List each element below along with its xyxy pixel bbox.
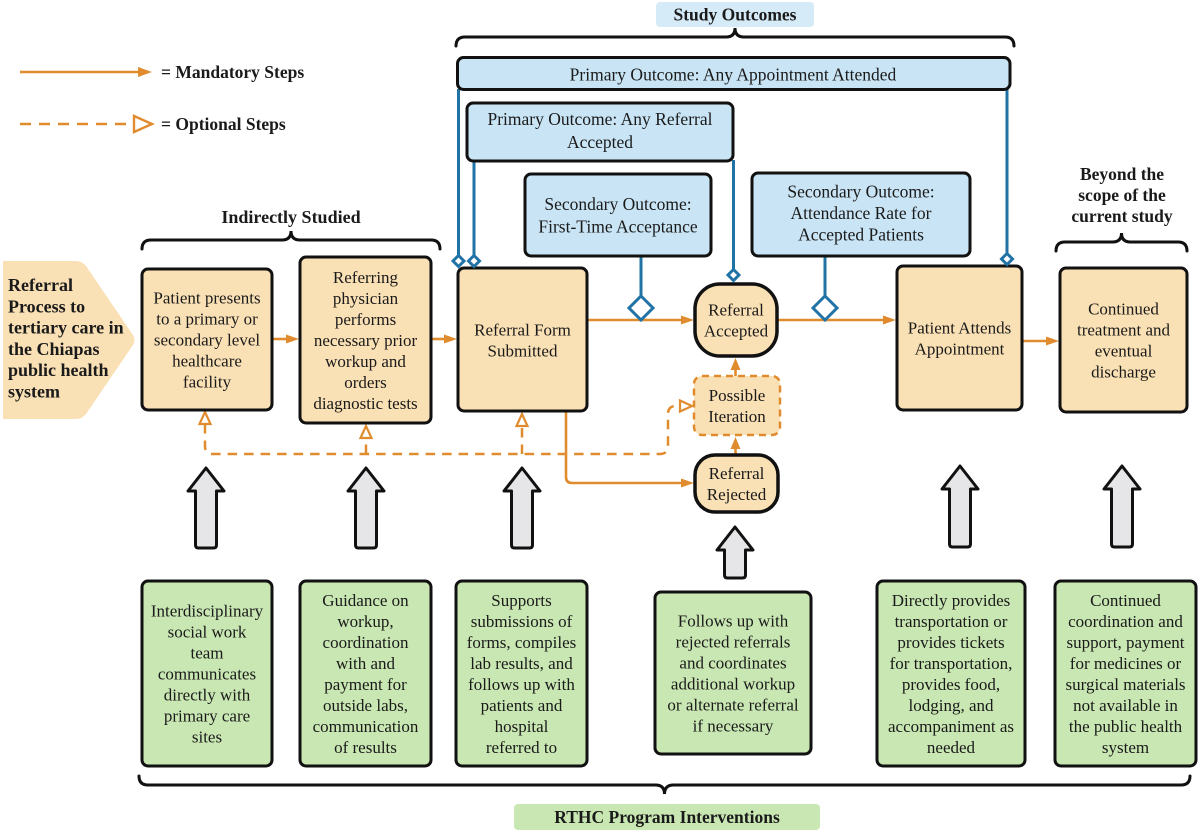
svg-text:Referral: Referral (8, 275, 73, 295)
svg-text:follows up with: follows up with (468, 675, 575, 694)
svg-text:discharge: discharge (1091, 363, 1156, 382)
svg-text:transportation or: transportation or (895, 612, 1008, 631)
svg-text:Process to: Process to (8, 296, 85, 316)
svg-text:patients and: patients and (481, 696, 563, 715)
svg-text:Indirectly Studied: Indirectly Studied (221, 207, 360, 227)
svg-text:lab results, and: lab results, and (470, 654, 573, 673)
svg-text:for medicines or: for medicines or (1070, 654, 1182, 673)
svg-text:Accepted: Accepted (567, 132, 633, 152)
svg-text:public health: public health (8, 360, 109, 380)
svg-text:rejected referrals: rejected referrals (676, 633, 791, 652)
svg-text:needed: needed (927, 738, 976, 757)
svg-text:Attendance Rate for: Attendance Rate for (791, 203, 932, 223)
svg-text:orders: orders (344, 373, 386, 392)
svg-text:additional workup: additional workup (671, 675, 795, 694)
svg-text:forms, compiles: forms, compiles (467, 633, 577, 652)
svg-text:Primary Outcome: Any Referral: Primary Outcome: Any Referral (487, 109, 712, 129)
svg-text:Referral: Referral (709, 464, 765, 483)
svg-text:Rejected: Rejected (707, 485, 767, 504)
svg-text:team: team (190, 644, 223, 663)
svg-text:First-Time Acceptance: First-Time Acceptance (538, 217, 697, 237)
svg-text:workup,: workup, (337, 612, 393, 631)
svg-text:social work: social work (168, 623, 247, 642)
svg-text:Accepted Patients: Accepted Patients (798, 225, 924, 245)
svg-text:if necessary: if necessary (693, 717, 774, 736)
svg-text:Follows up with: Follows up with (678, 612, 789, 631)
svg-text:the public health: the public health (1069, 717, 1183, 736)
svg-text:accompaniment as: accompaniment as (888, 717, 1014, 736)
svg-text:system: system (8, 382, 60, 402)
svg-text:treatment and: treatment and (1077, 321, 1170, 340)
svg-text:Referring: Referring (333, 268, 399, 287)
svg-text:lodging, and: lodging, and (909, 696, 994, 715)
svg-text:Interdisciplinary: Interdisciplinary (151, 602, 264, 621)
svg-text:hospital: hospital (495, 717, 549, 736)
svg-text:Patient Attends: Patient Attends (908, 319, 1011, 338)
svg-text:physician: physician (333, 289, 399, 308)
svg-text:coordination: coordination (323, 633, 409, 652)
svg-text:RTHC Program Interventions: RTHC Program Interventions (554, 807, 780, 827)
svg-text:of results: of results (334, 738, 397, 757)
svg-text:outside labs,: outside labs, (323, 696, 408, 715)
svg-text:Guidance on: Guidance on (322, 591, 409, 610)
svg-text:Beyond the: Beyond the (1080, 164, 1164, 184)
svg-text:and coordinates: and coordinates (679, 654, 786, 673)
svg-text:with and: with and (336, 654, 396, 673)
svg-text:= Optional Steps: = Optional Steps (161, 114, 286, 134)
svg-text:secondary level: secondary level (154, 331, 260, 350)
svg-text:healthcare: healthcare (172, 352, 242, 371)
svg-text:Accepted: Accepted (704, 322, 769, 341)
svg-text:sites: sites (192, 728, 222, 747)
svg-text:scope of the: scope of the (1078, 185, 1166, 205)
svg-text:or alternate referral: or alternate referral (667, 696, 798, 715)
svg-text:primary care: primary care (164, 707, 250, 726)
svg-text:surgical materials: surgical materials (1065, 675, 1185, 694)
svg-text:necessary prior: necessary prior (314, 331, 418, 350)
svg-text:provides food,: provides food, (902, 675, 1000, 694)
svg-text:= Mandatory Steps: = Mandatory Steps (161, 62, 304, 82)
svg-text:Referral Form: Referral Form (474, 321, 571, 340)
svg-text:payment for: payment for (324, 675, 407, 694)
svg-text:Referral: Referral (708, 301, 764, 320)
svg-text:Iteration: Iteration (708, 407, 766, 426)
svg-text:for transportation,: for transportation, (890, 654, 1013, 673)
svg-text:Study Outcomes: Study Outcomes (674, 5, 797, 25)
svg-text:eventual: eventual (1095, 342, 1153, 361)
svg-text:Directly provides: Directly provides (892, 591, 1011, 610)
svg-text:directly with: directly with (164, 686, 251, 705)
svg-text:Continued: Continued (1088, 300, 1159, 319)
svg-text:workup and: workup and (325, 352, 406, 371)
svg-text:Secondary Outcome:: Secondary Outcome: (544, 194, 691, 214)
svg-text:communicates: communicates (158, 665, 256, 684)
svg-text:the Chiapas: the Chiapas (8, 339, 100, 359)
svg-text:performs: performs (335, 310, 396, 329)
svg-text:Continued: Continued (1090, 591, 1161, 610)
svg-text:Patient presents: Patient presents (153, 289, 260, 308)
svg-text:Possible: Possible (709, 386, 766, 405)
svg-text:referred to: referred to (486, 738, 557, 757)
svg-text:Supports: Supports (491, 591, 551, 610)
svg-text:Submitted: Submitted (488, 342, 558, 361)
svg-text:Secondary Outcome:: Secondary Outcome: (787, 182, 934, 202)
svg-text:current study: current study (1071, 206, 1173, 226)
svg-text:not available in: not available in (1073, 696, 1178, 715)
svg-text:facility: facility (183, 373, 232, 392)
svg-text:communication: communication (313, 717, 419, 736)
svg-text:submissions of: submissions of (471, 612, 573, 631)
svg-text:coordination and: coordination and (1068, 612, 1183, 631)
svg-text:system: system (1102, 738, 1149, 757)
svg-text:to a primary or: to a primary or (156, 310, 258, 329)
svg-text:diagnostic tests: diagnostic tests (313, 394, 417, 413)
svg-text:tertiary care in: tertiary care in (8, 318, 124, 338)
svg-text:support, payment: support, payment (1066, 633, 1184, 652)
svg-text:provides tickets: provides tickets (897, 633, 1004, 652)
svg-text:Primary Outcome: Any Appointme: Primary Outcome: Any Appointment Attende… (570, 65, 897, 85)
svg-text:Appointment: Appointment (915, 340, 1005, 359)
